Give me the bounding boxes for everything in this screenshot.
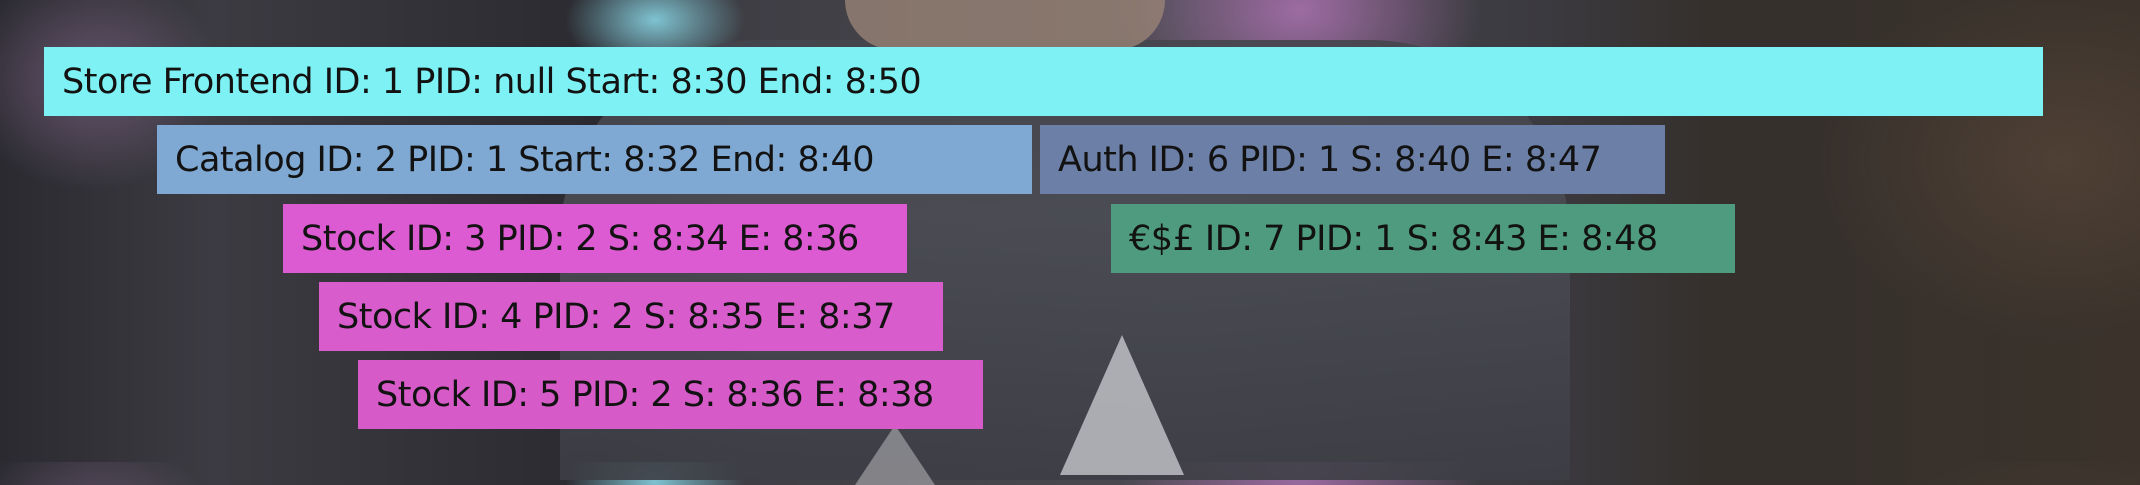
span-label: Stock ID: 5 PID: 2 S: 8:36 E: 8:38 [376,374,934,415]
background-logo-shape [1060,335,1184,475]
background-neck [845,0,1165,50]
span-store-frontend: Store Frontend ID: 1 PID: null Start: 8:… [44,47,2043,116]
span-stock-4: Stock ID: 4 PID: 2 S: 8:35 E: 8:37 [319,282,943,351]
span-stock-5: Stock ID: 5 PID: 2 S: 8:36 E: 8:38 [358,360,983,429]
span-label: Catalog ID: 2 PID: 1 Start: 8:32 End: 8:… [175,139,874,180]
span-stock-3: Stock ID: 3 PID: 2 S: 8:34 E: 8:36 [283,204,907,273]
span-label: Stock ID: 4 PID: 2 S: 8:35 E: 8:37 [337,296,895,337]
background-logo-shape-left [855,425,935,485]
span-catalog: Catalog ID: 2 PID: 1 Start: 8:32 End: 8:… [157,125,1032,194]
span-payments: €$£ ID: 7 PID: 1 S: 8:43 E: 8:48 [1111,204,1735,273]
span-label: Store Frontend ID: 1 PID: null Start: 8:… [62,61,922,102]
span-label: Stock ID: 3 PID: 2 S: 8:34 E: 8:36 [301,218,859,259]
span-label: €$£ ID: 7 PID: 1 S: 8:43 E: 8:48 [1129,218,1658,259]
span-label: Auth ID: 6 PID: 1 S: 8:40 E: 8:47 [1058,139,1602,180]
span-auth: Auth ID: 6 PID: 1 S: 8:40 E: 8:47 [1040,125,1665,194]
